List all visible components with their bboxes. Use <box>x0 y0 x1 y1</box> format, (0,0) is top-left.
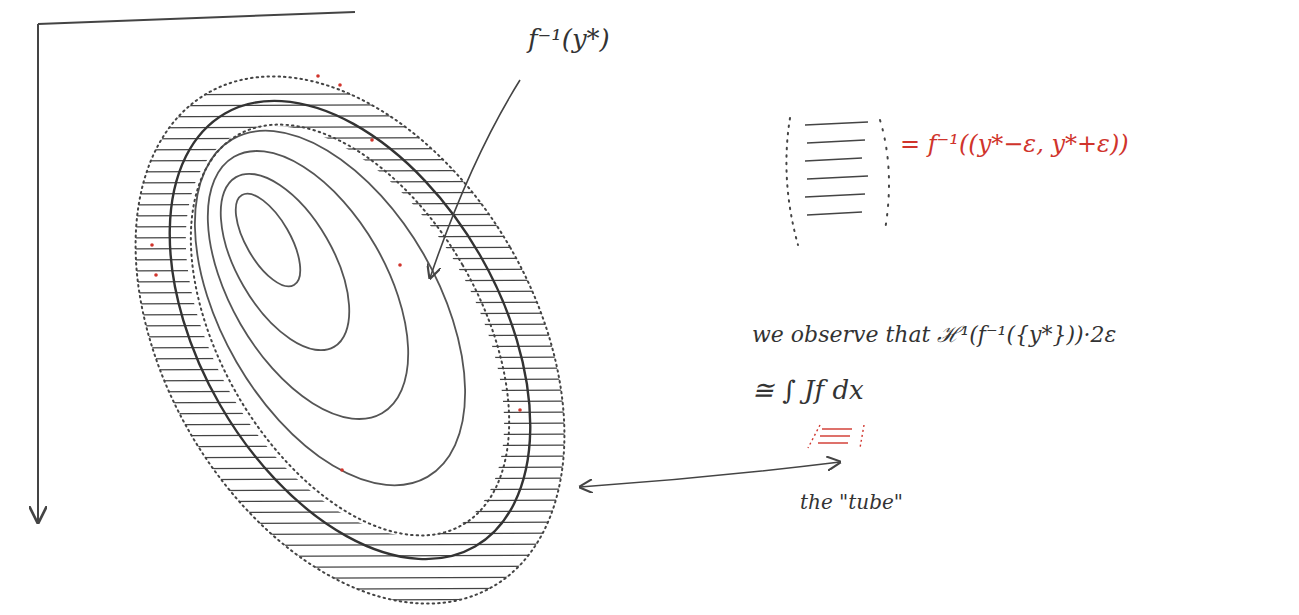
annotation-label: we observe that ℋ¹(f⁻¹({y*}))·2ε <box>752 318 1116 348</box>
tube-boundary <box>47 1 652 615</box>
tube-icon <box>786 118 889 245</box>
axis <box>37 24 39 522</box>
leader-line <box>430 80 520 278</box>
annotation-label: ≅ ∫ Jf dx <box>752 375 864 405</box>
annotation-label: the "tube" <box>800 490 903 514</box>
tube-subscript-icon <box>808 425 864 448</box>
pointer-arrow <box>580 462 840 487</box>
red-marks <box>150 74 522 472</box>
level-sets <box>95 38 605 615</box>
axis <box>38 12 355 24</box>
annotation-label: = f⁻¹((y*−ε, y*+ε)) <box>900 130 1129 158</box>
tube-hatching <box>100 93 600 612</box>
annotation-label: f⁻¹(y*) <box>528 24 610 54</box>
